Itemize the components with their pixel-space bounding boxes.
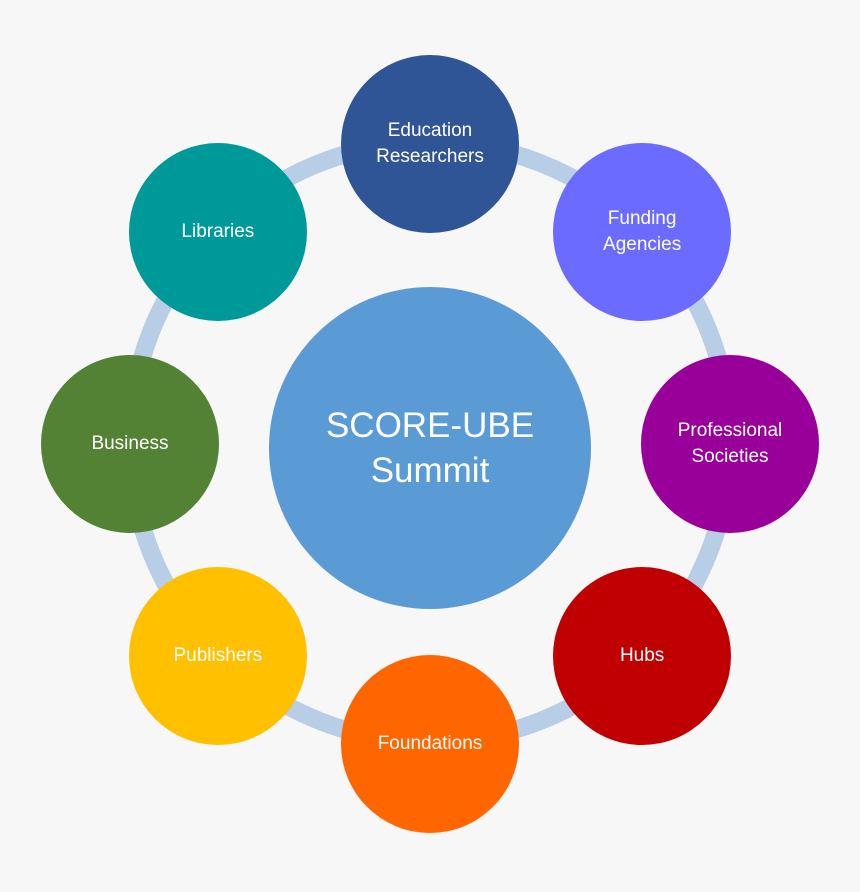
center-label: SCORE-UBE Summit — [325, 405, 535, 491]
node-label: Foundations — [377, 733, 483, 755]
node-foundations: Foundations — [341, 655, 519, 833]
node-label: Business — [91, 433, 169, 455]
node-professional-societies: Professional Societies — [641, 355, 819, 533]
node-label: Professional Societies — [677, 420, 783, 467]
node-education-researchers: Education Researchers — [341, 55, 519, 233]
node-libraries: Libraries — [128, 142, 307, 321]
node-funding-agencies: Funding Agencies — [553, 142, 732, 321]
node-label: Libraries — [181, 221, 255, 243]
node-label: Funding Agencies — [603, 208, 682, 255]
node-label: Education Researchers — [376, 120, 484, 167]
node-business: Business — [41, 355, 219, 533]
center-circle: SCORE-UBE Summit — [269, 287, 591, 609]
node-hubs: Hubs — [553, 567, 732, 746]
node-publishers: Publishers — [128, 567, 307, 746]
node-label: Publishers — [173, 645, 263, 667]
node-label: Hubs — [619, 645, 665, 667]
